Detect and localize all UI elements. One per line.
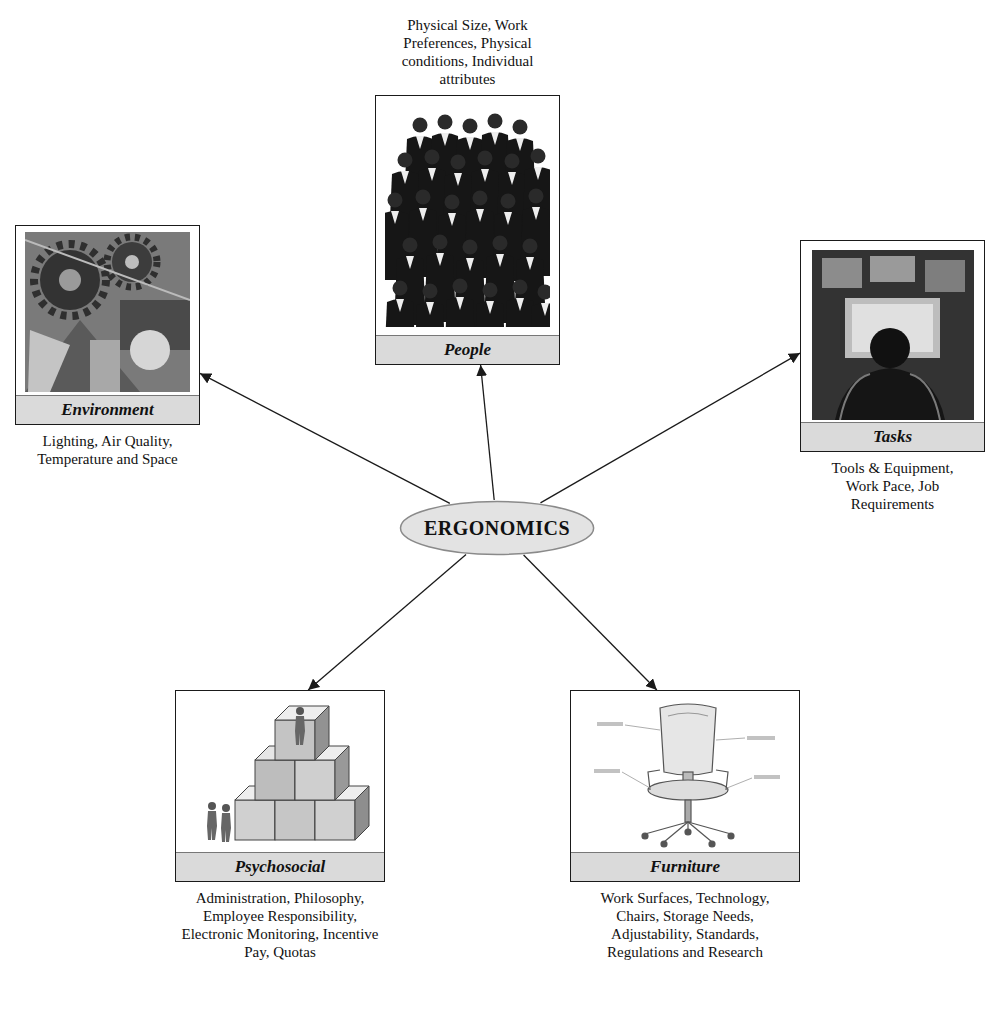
category-label: Psychosocial: [176, 852, 384, 881]
description-text: Physical Size, Work Preferences, Physica…: [378, 16, 558, 88]
central-title: ERGONOMICS: [424, 517, 570, 540]
environment-picture: [25, 232, 190, 392]
category-label: People: [376, 335, 559, 364]
arrow-connector: [308, 555, 466, 690]
category-box: Physical Size, Work Preferences, Physica…: [375, 95, 560, 365]
crowd-picture: [385, 105, 550, 327]
arrow-connector: [481, 365, 495, 500]
description-text: Tools & Equipment, Work Pace, Job Requir…: [815, 459, 970, 513]
description-text: Work Surfaces, Technology, Chairs, Stora…: [583, 889, 788, 961]
category-label: Tasks: [801, 422, 984, 451]
cubes-picture: [235, 706, 369, 840]
description-text: Lighting, Air Quality, Temperature and S…: [25, 432, 190, 468]
chair-picture: [594, 704, 780, 847]
arrow-connector: [540, 353, 800, 503]
central-ellipse: ERGONOMICS: [399, 500, 595, 556]
description-text: Administration, Philosophy, Employee Res…: [178, 889, 383, 961]
people-figures: [207, 707, 305, 842]
category-label: Furniture: [571, 852, 799, 881]
category-box: PsychosocialAdministration, Philosophy, …: [175, 690, 385, 882]
category-box: TasksTools & Equipment, Work Pace, Job R…: [800, 240, 985, 452]
category-box: EnvironmentLighting, Air Quality, Temper…: [15, 225, 200, 425]
arrow-connector: [200, 373, 450, 503]
category-label: Environment: [16, 395, 199, 424]
category-box: FurnitureWork Surfaces, Technology, Chai…: [570, 690, 800, 882]
worker-picture: [812, 250, 974, 420]
arrow-connector: [524, 555, 657, 690]
